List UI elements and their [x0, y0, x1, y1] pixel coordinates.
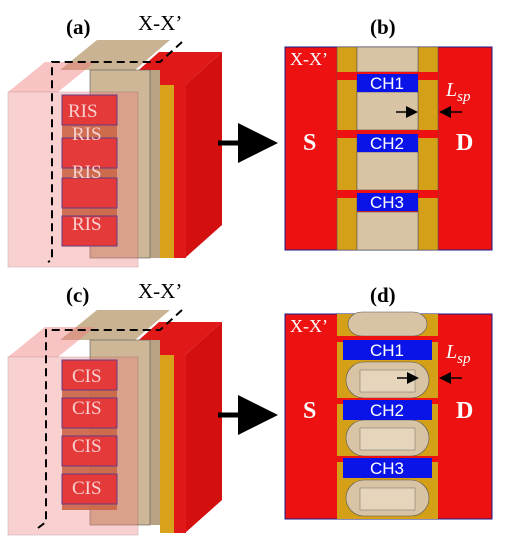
channel-label-3-d: CH3	[370, 459, 404, 478]
gate-1-b	[356, 46, 419, 73]
source-front-c	[7, 356, 139, 536]
gate-inner-2-d	[359, 369, 416, 393]
panel-c: (c) X-X’ CIS CIS CIS CIS	[7, 279, 278, 536]
channel-1-d	[343, 340, 432, 360]
layer-label-4-c: CIS	[72, 478, 102, 499]
gate-top-c	[60, 310, 170, 340]
layer-2-c	[61, 397, 118, 429]
panel-a-label: (a)	[66, 15, 91, 39]
gate-1-d	[347, 311, 428, 337]
panel-c-label: (c)	[66, 283, 89, 307]
drain-front-a	[172, 85, 186, 258]
layer-label-2-c: CIS	[72, 398, 102, 419]
channel-label-1-d: CH1	[370, 341, 404, 360]
channel-label-2-d: CH2	[370, 401, 404, 420]
device-3d-c: CIS CIS CIS CIS	[7, 309, 222, 536]
cut-plane-c	[37, 309, 183, 529]
channel-2-b	[357, 134, 418, 152]
layer-3-c	[61, 435, 118, 467]
spacer-length-label-d: Lsp	[445, 341, 471, 367]
panel-c-cut-label: X-X’	[138, 279, 182, 303]
layer-label-2-a: RIS	[72, 124, 102, 145]
spacer-back-c	[160, 355, 174, 533]
layer-label-3-a: RIS	[72, 162, 102, 183]
panel-a-cut-label: X-X’	[138, 11, 182, 35]
layer-1-c	[61, 359, 118, 391]
panel-a: (a) X-X’ RIS RIS RIS RIS	[7, 11, 278, 268]
panel-d: (d) CH1 CH2 CH3 X-X’ S D Lsp	[284, 283, 493, 520]
source-label-d: S	[303, 398, 316, 424]
gate-inner-3-d	[359, 427, 416, 451]
cut-plane-a	[47, 41, 183, 263]
layer-1-a	[61, 94, 118, 126]
source-top-c	[8, 327, 95, 357]
channel-1-b	[357, 74, 418, 92]
spacer-back-a	[160, 85, 174, 258]
gate-4-b	[356, 211, 419, 251]
source-top-a	[8, 62, 95, 92]
section-label-b: X-X’	[290, 49, 328, 69]
layer-label-3-c: CIS	[72, 436, 102, 457]
channel-3-d	[343, 458, 432, 478]
panel-b-label: (b)	[370, 15, 396, 39]
drain-label-d: D	[456, 398, 473, 424]
channel-3-b	[357, 193, 418, 211]
channel-label-2-b: CH2	[370, 134, 404, 153]
layer-2-a	[61, 137, 118, 169]
gate-inner-4-d	[359, 487, 416, 511]
gate-3-b	[356, 151, 419, 191]
layer-4-a	[61, 215, 118, 247]
drain-side-a	[185, 52, 222, 258]
source-front-a	[7, 91, 139, 268]
drain-side-c	[185, 322, 222, 533]
channel-2-d	[343, 400, 432, 420]
spacer-length-label-b: Lsp	[445, 79, 471, 105]
sheet-1-d	[337, 336, 438, 342]
section-label-d: X-X’	[290, 316, 328, 336]
channel-label-1-b: CH1	[370, 74, 404, 93]
gate-2-b	[356, 91, 419, 131]
layer-label-4-a: RIS	[72, 214, 102, 235]
channel-label-3-b: CH3	[370, 193, 404, 212]
panel-b: (b) CH1 CH2 CH3 X-X’ S D Lsp	[284, 15, 493, 251]
layer-label-1-a: RIS	[68, 101, 98, 122]
gate-top-a	[60, 40, 170, 70]
panel-d-label: (d)	[370, 283, 396, 307]
layer-3-a	[61, 177, 118, 209]
layer-label-1-c: CIS	[72, 366, 102, 387]
device-3d-a: RIS RIS RIS RIS	[7, 40, 222, 268]
source-label-b: S	[303, 130, 316, 156]
drain-label-b: D	[456, 130, 473, 156]
drain-front-c	[172, 355, 186, 533]
layer-4-c	[61, 473, 118, 505]
